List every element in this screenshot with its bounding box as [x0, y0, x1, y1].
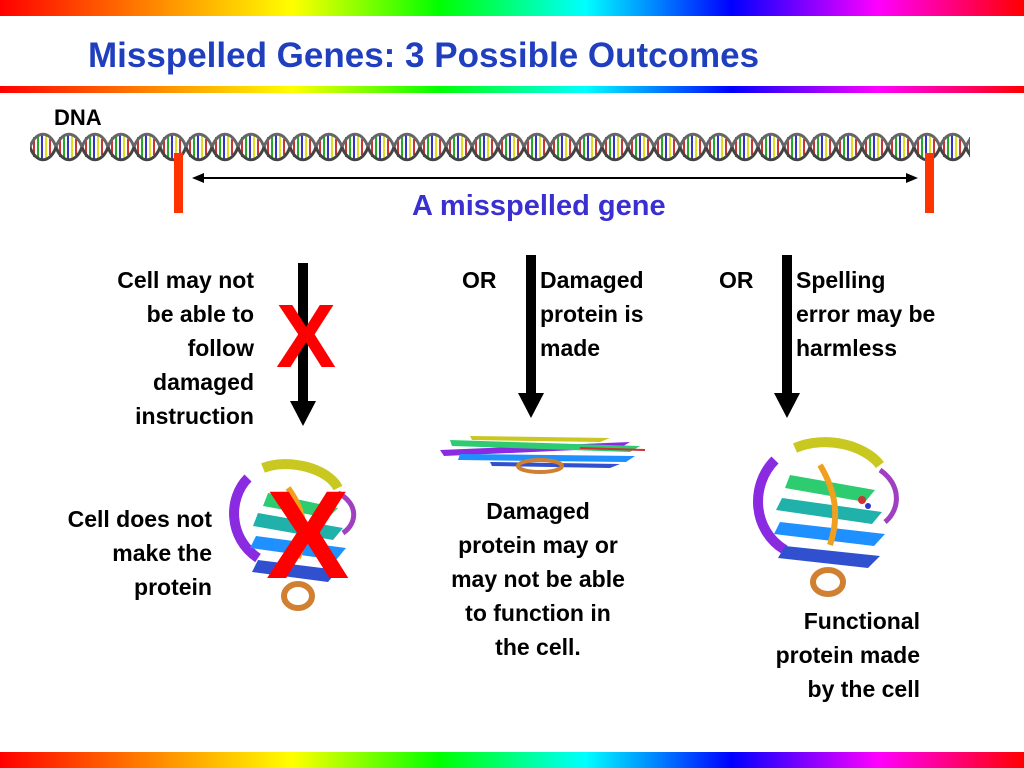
- outcome-2-bottom-text: Damaged protein may or may not be able t…: [451, 498, 625, 660]
- bottom-rainbow-bar: [0, 752, 1024, 768]
- blocked-x-mark: X: [276, 287, 337, 387]
- dna-helix-icon: [30, 130, 970, 164]
- gene-span-arrow: [192, 173, 918, 183]
- down-arrow-3: [774, 255, 800, 418]
- outcome-3-bottom-text: Functional protein made by the cell: [775, 608, 920, 702]
- gene-label: A misspelled gene: [412, 190, 666, 222]
- outcome-1-bottom-text: Cell does not make the protein: [67, 506, 212, 600]
- damaged-protein-icon: [440, 436, 646, 474]
- slide-title: Misspelled Genes: 3 Possible Outcomes: [88, 36, 760, 75]
- down-arrow-2: [518, 255, 544, 418]
- protein-ribbon-icon: [229, 459, 357, 611]
- top-rainbow-bar: [0, 0, 1024, 16]
- gene-end-marker: [925, 153, 934, 213]
- or-label-1: OR: [462, 267, 497, 293]
- outcome-2-top-text: Damaged protein is made: [540, 267, 644, 361]
- down-arrow-1: [290, 263, 316, 426]
- outcome-1-top-text: Cell may not be able to follow damaged i…: [117, 267, 254, 429]
- outcome-3-top-text: Spelling error may be harmless: [796, 267, 936, 361]
- gene-start-marker: [174, 153, 183, 213]
- no-protein-x-mark: X: [266, 466, 350, 605]
- or-label-2: OR: [719, 267, 754, 293]
- dna-label: DNA: [54, 105, 102, 130]
- title-underline-bar: [0, 86, 1024, 93]
- functional-protein-icon: [753, 437, 899, 597]
